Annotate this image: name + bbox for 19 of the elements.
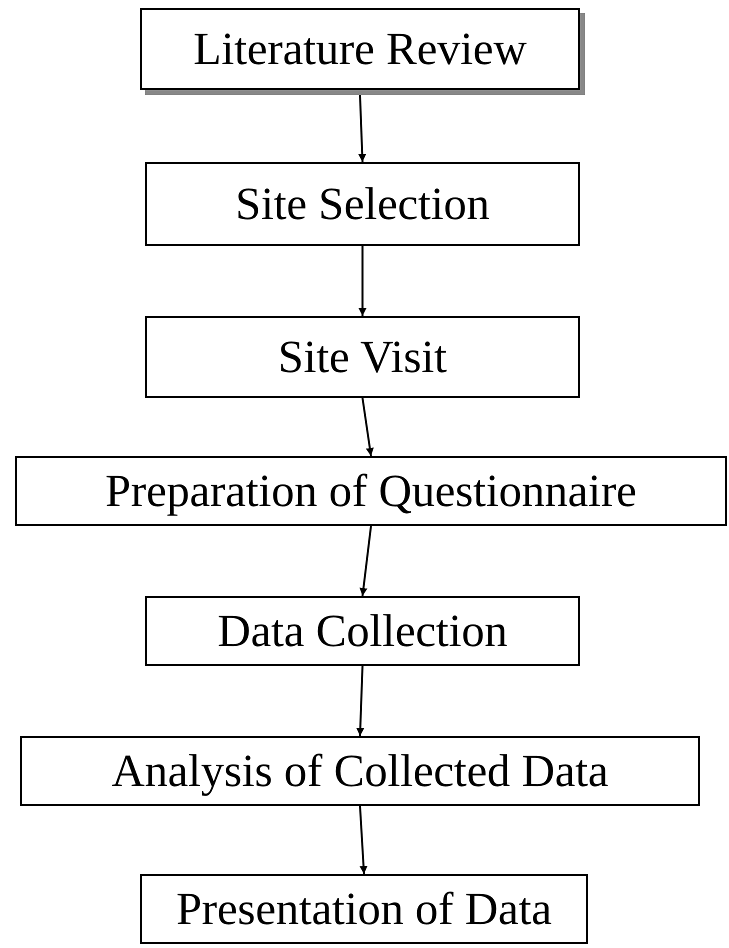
step-label: Data Collection [218, 608, 508, 654]
step-label: Site Selection [235, 181, 490, 227]
process-box [140, 874, 588, 944]
arrow [359, 806, 368, 874]
process-box [145, 162, 580, 246]
arrow [358, 94, 366, 162]
process-box [15, 456, 727, 526]
step-label: Site Visit [278, 334, 447, 380]
process-box [20, 736, 700, 806]
arrow [358, 246, 366, 316]
step-label: Analysis of Collected Data [112, 748, 608, 794]
arrow [360, 526, 372, 596]
arrow [362, 398, 374, 456]
process-box [145, 316, 580, 398]
arrow [356, 666, 364, 736]
step-label: Preparation of Questionnaire [105, 468, 637, 514]
step-label: Literature Review [193, 26, 527, 72]
step-label: Presentation of Data [176, 886, 552, 932]
process-box [145, 596, 580, 666]
